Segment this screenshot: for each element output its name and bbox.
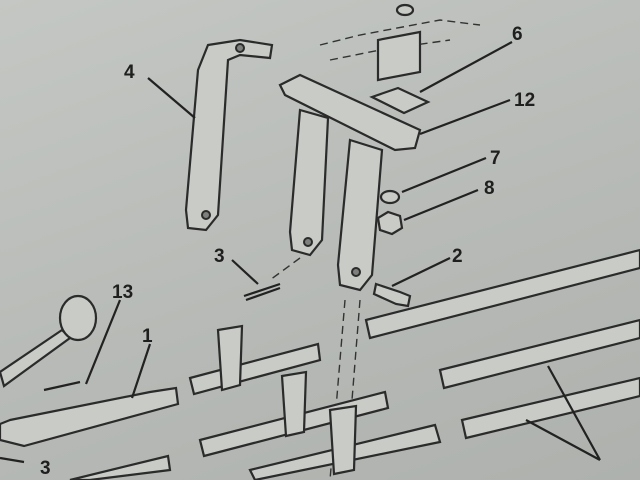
rods-right	[364, 248, 640, 440]
callout-label: 13	[112, 282, 133, 303]
callout-label: 2	[452, 246, 463, 267]
part-8-nut	[376, 210, 404, 236]
hangers-pair	[288, 108, 384, 292]
mount-bracket-outline	[319, 3, 481, 82]
part-12-plate	[278, 73, 422, 152]
callout-label: 12	[514, 90, 535, 111]
callout-label: 3	[214, 246, 225, 267]
callout-label: 3	[40, 458, 51, 479]
callout-label: 7	[490, 148, 501, 169]
leader-lines	[0, 41, 601, 464]
lever-assembly	[0, 294, 180, 448]
part-7-washer	[379, 189, 401, 205]
part-6-pad	[369, 86, 431, 115]
callout-label: 4	[124, 62, 135, 83]
callout-label: 1	[142, 326, 153, 347]
callout-label: 6	[512, 24, 523, 45]
part-3-cotter-pin	[243, 282, 281, 302]
part-2-bolt	[372, 282, 412, 308]
rods-bottom	[69, 324, 442, 480]
part-4-hanger	[184, 38, 274, 232]
callout-label: 8	[484, 178, 495, 199]
